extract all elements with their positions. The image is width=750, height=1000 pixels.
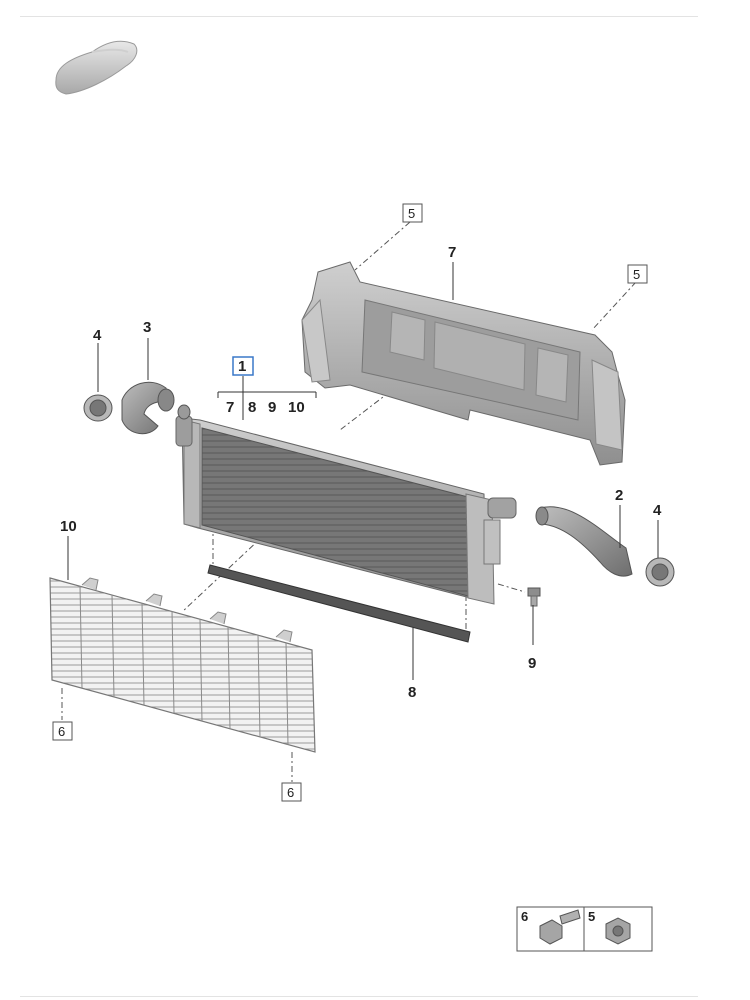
air-guide-part-7: [301, 261, 626, 466]
seal-strip-part-8: [207, 564, 471, 643]
hose-part-3: [121, 381, 191, 435]
clamp-part-4-left: [83, 394, 113, 422]
callout-1-highlight: 1: [232, 356, 254, 376]
boxed-ref-6-bottom: 6: [281, 782, 302, 802]
boxed-ref-6-left: 6: [52, 721, 73, 741]
callout-leaders: [67, 262, 659, 680]
callout-9: 9: [528, 655, 536, 672]
callout-1: 1: [238, 358, 246, 375]
callout-2: 2: [615, 487, 623, 504]
boxed-ref-5-top: 5: [402, 203, 423, 223]
svg-text:6: 6: [287, 785, 294, 800]
top-divider: [20, 16, 698, 17]
legend-label-5: 5: [588, 909, 595, 924]
bottom-divider: [20, 996, 698, 997]
callout-8: 8: [408, 684, 416, 701]
callout-3: 3: [143, 319, 151, 336]
callout-10: 10: [60, 518, 77, 535]
grille-part-10: [49, 577, 316, 753]
clamp-part-4-right: [645, 557, 675, 587]
sub-callout-10: 10: [288, 399, 305, 416]
bolt-icon: [539, 909, 581, 945]
fastener-legend: 6 5: [516, 906, 653, 952]
car-thumbnail-icon: [55, 40, 138, 95]
legend-label-6: 6: [521, 909, 528, 924]
sub-callout-8: 8: [248, 399, 256, 416]
callout-4-left: 4: [93, 327, 102, 344]
nut-icon: [605, 917, 631, 945]
screw-part-9: [527, 587, 541, 607]
callout-7: 7: [448, 244, 456, 261]
svg-text:5: 5: [633, 267, 640, 282]
svg-text:6: 6: [58, 724, 65, 739]
callout-4-right: 4: [653, 502, 662, 519]
boxed-ref-5-right: 5: [627, 264, 648, 284]
radiator-part-1: [175, 415, 517, 605]
svg-text:5: 5: [408, 206, 415, 221]
sub-callout-9: 9: [268, 399, 276, 416]
sub-callout-7: 7: [226, 399, 234, 416]
hose-part-2: [535, 506, 633, 577]
